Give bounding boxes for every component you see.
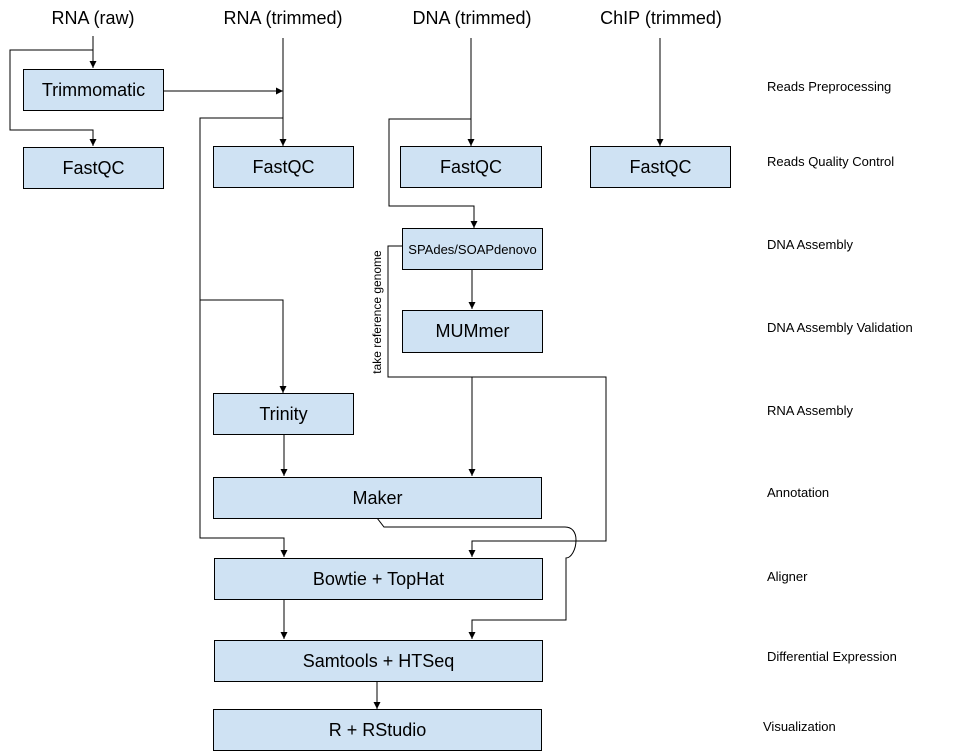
fastqc-chip-box: FastQC	[590, 146, 731, 188]
edge-rna-trimmed-to-bowtie	[199, 300, 288, 557]
stage-dna-assembly: DNA Assembly	[767, 237, 853, 252]
stage-dna-validation: DNA Assembly Validation	[767, 320, 913, 335]
stage-visualization: Visualization	[763, 719, 836, 734]
fastqc-rna-raw-box: FastQC	[23, 147, 164, 189]
header-dna-trimmed: DNA (trimmed)	[412, 8, 532, 28]
edge-dna-trimmed-to-spades	[388, 118, 478, 228]
fastqc-rna-trimmed-box: FastQC	[213, 146, 354, 188]
header-rna-raw: RNA (raw)	[51, 8, 135, 28]
spades-box: SPAdes/SOAPdenovo	[402, 228, 543, 270]
mummer-box: MUMmer	[402, 310, 543, 353]
fastqc-dna-box: FastQC	[400, 146, 542, 188]
edge-spades-reference	[387, 245, 607, 557]
bowtie-tophat-box: Bowtie + TopHat	[214, 558, 543, 600]
header-chip-trimmed: ChIP (trimmed)	[600, 8, 722, 28]
edge-rna-raw-to-fastqc	[9, 49, 97, 146]
stage-aligner: Aligner	[767, 569, 808, 584]
trimmomatic-box: Trimmomatic	[23, 69, 164, 111]
stage-rna-assembly: RNA Assembly	[767, 403, 853, 418]
stage-annotation: Annotation	[767, 485, 830, 500]
stage-quality-control: Reads Quality Control	[767, 154, 895, 169]
reference-genome-label: take reference genome	[370, 250, 384, 374]
samtools-htseq-box: Samtools + HTSeq	[214, 640, 543, 682]
header-rna-trimmed: RNA (trimmed)	[223, 8, 343, 28]
stage-preprocessing: Reads Preprocessing	[767, 79, 892, 94]
r-rstudio-box: R + RStudio	[213, 709, 542, 751]
trinity-box: Trinity	[213, 393, 354, 435]
edge-maker-to-samtools	[376, 517, 577, 639]
stage-differential-expression: Differential Expression	[767, 649, 897, 664]
maker-box: Maker	[213, 477, 542, 519]
